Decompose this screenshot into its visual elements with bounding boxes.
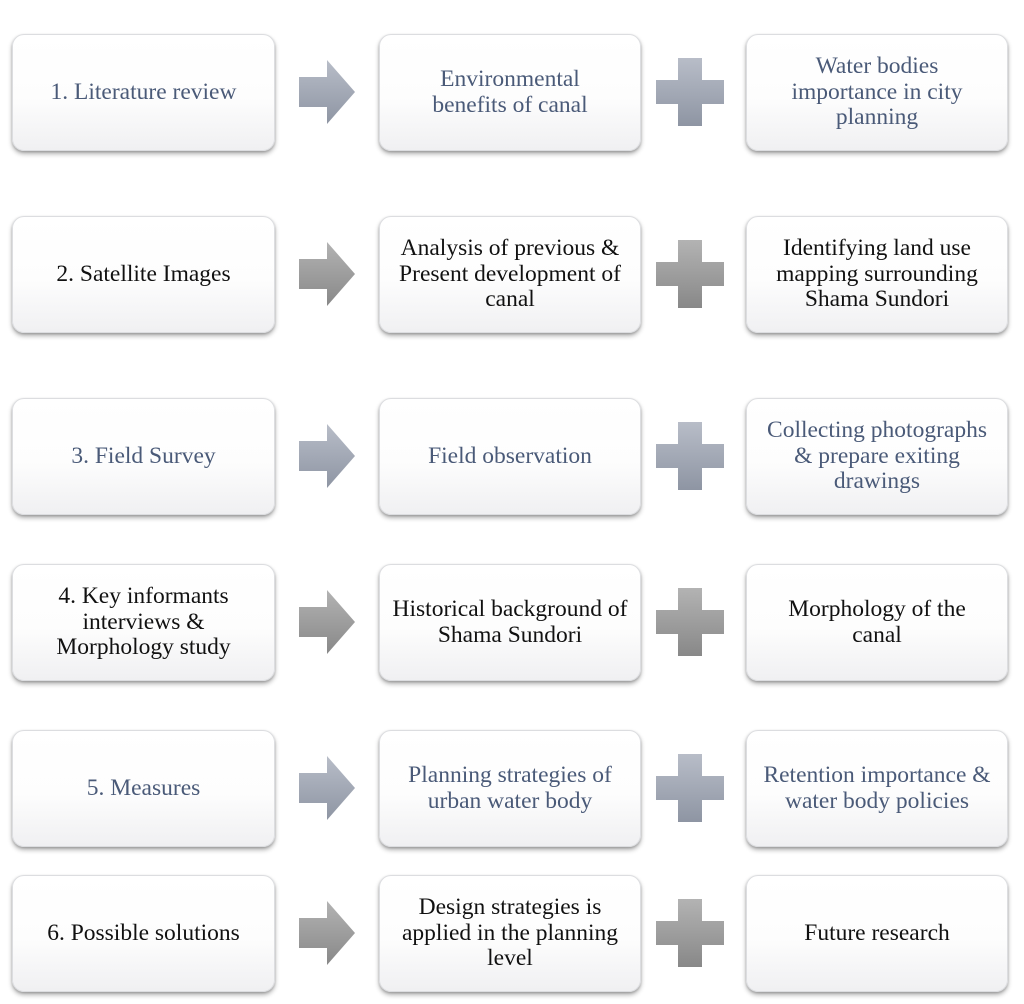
middle-label-4: Historical background of Shama Sundori <box>392 595 628 648</box>
middle-label-1: Environmental benefits of canal <box>432 65 588 118</box>
plus-icon <box>656 240 724 308</box>
plus-icon <box>656 754 724 822</box>
middle-label-2: Analysis of previous & Present developme… <box>399 234 621 313</box>
middle-box-5: Planning strategies of urban water body <box>379 730 641 847</box>
plus-icon <box>656 588 724 656</box>
result-label-5: Retention importance & water body polici… <box>763 761 991 814</box>
middle-label-5: Planning strategies of urban water body <box>408 761 612 814</box>
result-box-3: Collecting photographs & prepare exiting… <box>746 398 1008 515</box>
middle-label-3: Field observation <box>428 442 592 469</box>
result-label-2: Identifying land use mapping surrounding… <box>776 234 978 313</box>
result-label-1: Water bodies importance in city planning <box>791 52 963 131</box>
step-box-1: 1. Literature review <box>12 34 275 151</box>
result-label-6: Future research <box>804 919 950 946</box>
step-box-6: 6. Possible solutions <box>12 875 275 992</box>
middle-box-4: Historical background of Shama Sundori <box>379 564 641 681</box>
right-arrow-icon <box>299 60 355 124</box>
plus-icon <box>656 899 724 967</box>
step-label-5: 5. Measures <box>86 774 201 801</box>
result-label-3: Collecting photographs & prepare exiting… <box>767 416 987 495</box>
step-label-4: 4. Key informants interviews & Morpholog… <box>56 582 231 661</box>
middle-label-6: Design strategies is applied in the plan… <box>401 893 619 972</box>
middle-box-3: Field observation <box>379 398 641 515</box>
step-label-3: 3. Field Survey <box>71 442 216 469</box>
right-arrow-icon <box>299 242 355 306</box>
result-box-2: Identifying land use mapping surrounding… <box>746 216 1008 333</box>
right-arrow-icon <box>299 424 355 488</box>
middle-box-1: Environmental benefits of canal <box>379 34 641 151</box>
step-label-2: 2. Satellite Images <box>56 260 231 287</box>
result-box-1: Water bodies importance in city planning <box>746 34 1008 151</box>
middle-box-2: Analysis of previous & Present developme… <box>379 216 641 333</box>
result-box-5: Retention importance & water body polici… <box>746 730 1008 847</box>
right-arrow-icon <box>299 901 355 965</box>
step-box-5: 5. Measures <box>12 730 275 847</box>
step-label-6: 6. Possible solutions <box>47 919 240 946</box>
middle-box-6: Design strategies is applied in the plan… <box>379 875 641 992</box>
step-box-3: 3. Field Survey <box>12 398 275 515</box>
result-box-6: Future research <box>746 875 1008 992</box>
plus-icon <box>656 422 724 490</box>
result-label-4: Morphology of the canal <box>788 595 966 648</box>
result-box-4: Morphology of the canal <box>746 564 1008 681</box>
plus-icon <box>656 58 724 126</box>
step-label-1: 1. Literature review <box>50 78 237 105</box>
right-arrow-icon <box>299 756 355 820</box>
right-arrow-icon <box>299 590 355 654</box>
step-box-2: 2. Satellite Images <box>12 216 275 333</box>
step-box-4: 4. Key informants interviews & Morpholog… <box>12 564 275 681</box>
